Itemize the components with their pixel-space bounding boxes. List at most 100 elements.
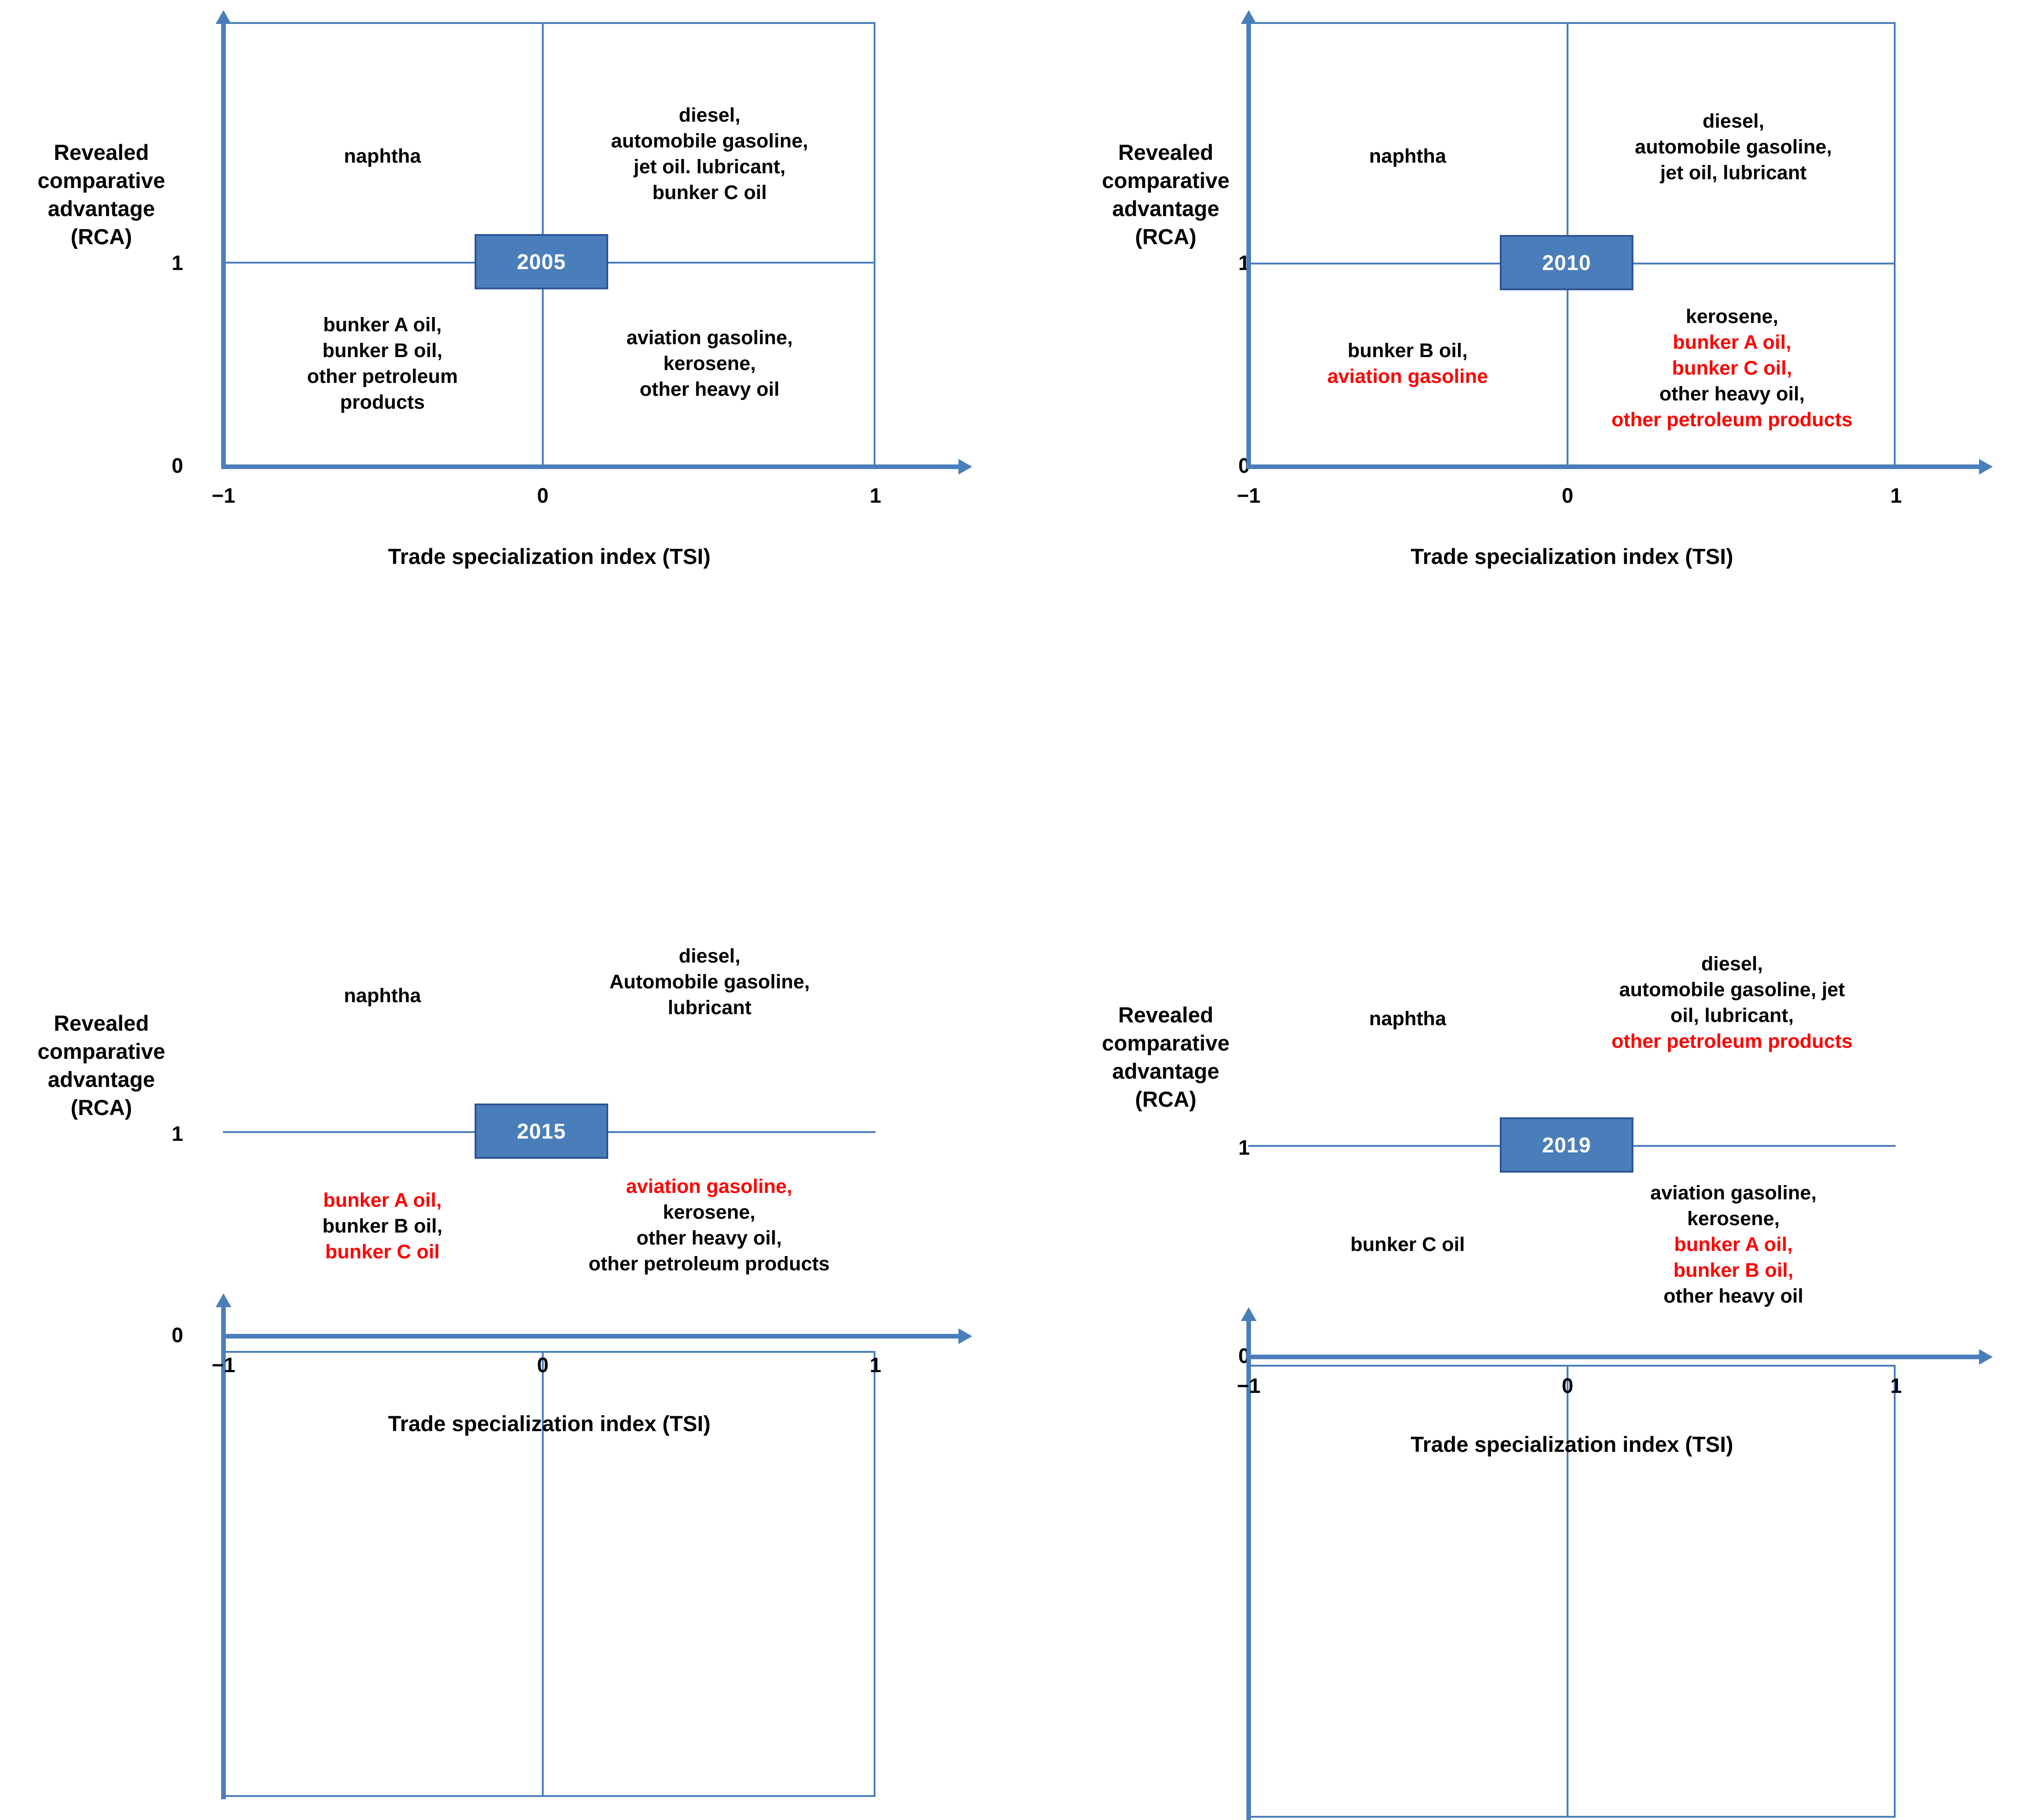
x-tick-0-2019: 0 <box>1562 1374 1574 1397</box>
quadrant-item-highlighted: bunker A oil, <box>1674 1233 1793 1256</box>
y-axis-label-line: (RCA) <box>1135 224 1197 249</box>
quadrant-item-highlighted: bunker A oil, <box>1673 331 1791 354</box>
quadrant-item: kerosene, <box>663 352 756 375</box>
y-axis-label-line: advantage <box>47 196 155 221</box>
x-axis-2005 <box>221 464 958 469</box>
year-badge-2010: 2010 <box>1500 235 1633 290</box>
quadrant-bottom-right-2005: aviation gasoline, kerosene, other heavy… <box>548 299 871 429</box>
quadrant-bottom-left-2005: bunker A oil, bunker B oil, other petrol… <box>230 286 534 442</box>
quadrant-item: bunker C oil <box>652 181 767 204</box>
quadrant-top-left-2019: naphtha <box>1256 918 1560 1121</box>
y-axis-arrow-2005 <box>216 10 231 24</box>
x-axis-2010 <box>1246 464 1979 469</box>
y-axis-label-2015: Revealed comparative advantage (RCA) <box>9 1009 194 1121</box>
quadrant-item: bunker B oil, <box>322 1215 443 1238</box>
x-tick-0-2015: 0 <box>537 1353 549 1377</box>
quadrant-item: kerosene, <box>663 1201 756 1224</box>
y-axis-label-2010: Revealed comparative advantage (RCA) <box>1074 138 1258 251</box>
y-axis-label-line: Revealed <box>1118 1003 1214 1027</box>
quadrant-item: kerosene, <box>1687 1208 1780 1230</box>
y-axis-arrow-2015 <box>216 1293 231 1307</box>
x-tick-1-2015: 1 <box>869 1353 881 1377</box>
x-tick-minus1-2005: −1 <box>211 484 235 507</box>
x-axis-arrow-2019 <box>1979 1349 1993 1365</box>
quadrant-item-highlighted: bunker C oil, <box>1672 357 1792 380</box>
quadrant-top-right-2010: diesel, automobile gasoline, jet oil, lu… <box>1572 51 1895 244</box>
y-tick-1-2019: 1 <box>1238 1136 1250 1159</box>
quadrant-item: diesel, <box>1701 953 1763 975</box>
quadrant-bottom-left-2019: bunker C oil <box>1256 1176 1560 1314</box>
x-tick-minus1-2010: −1 <box>1237 484 1261 507</box>
quadrant-item: Automobile gasoline, <box>609 971 810 993</box>
x-axis-2019 <box>1246 1355 1979 1359</box>
quadrant-item: bunker B oil, <box>1347 340 1468 362</box>
quadrant-box-2010 <box>1248 22 1896 467</box>
y-axis-label-line: Revealed <box>53 1011 149 1035</box>
quadrant-item: oil, lubricant, <box>1670 1004 1794 1027</box>
panel-2015: Revealed comparative advantage (RCA) 1 0… <box>0 632 1014 1799</box>
quadrant-bottom-left-2010: bunker B oil, aviation gasoline <box>1256 295 1560 433</box>
quadrant-item: naphtha <box>344 985 421 1007</box>
quadrant-item: other heavy oil <box>1663 1285 1803 1307</box>
quadrant-item: products <box>340 391 425 413</box>
y-axis-label-line: advantage <box>1112 1059 1220 1084</box>
quadrant-item: bunker B oil, <box>322 340 443 362</box>
quadrant-item: other heavy oil, <box>1659 382 1805 405</box>
quadrant-item: automobile gasoline, jet <box>1619 979 1845 1001</box>
panel-2019: Revealed comparative advantage (RCA) 1 0… <box>1014 632 2026 1820</box>
quadrant-item-highlighted: aviation gasoline, <box>626 1175 793 1198</box>
x-tick-0-2005: 0 <box>537 484 549 507</box>
year-badge-2019: 2019 <box>1500 1117 1633 1173</box>
x-axis-arrow-2010 <box>1979 459 1993 475</box>
y-axis-label-line: (RCA) <box>70 1095 132 1120</box>
quadrant-bottom-left-2015: bunker A oil, bunker B oil, bunker C oil <box>230 1157 534 1296</box>
quadrant-item: diesel, <box>1703 110 1764 133</box>
y-axis-label-line: comparative <box>37 1039 165 1064</box>
y-axis-label-line: (RCA) <box>1135 1087 1197 1112</box>
x-axis-label-2010: Trade specialization index (TSI) <box>1410 544 1733 569</box>
x-axis-arrow-2005 <box>958 459 972 475</box>
quadrant-top-right-2019: diesel, automobile gasoline, jet oil, lu… <box>1569 899 1895 1107</box>
x-axis-label-2015: Trade specialization index (TSI) <box>388 1411 711 1436</box>
quadrant-item: diesel, <box>679 945 740 968</box>
quadrant-item: automobile gasoline, <box>1635 136 1832 159</box>
quadrant-item-highlighted: other petroleum products <box>1611 408 1853 431</box>
y-axis-arrow-2019 <box>1241 1307 1257 1321</box>
quadrant-item-highlighted: bunker A oil, <box>323 1189 442 1212</box>
quadrant-item: lubricant <box>668 996 752 1019</box>
x-axis-label-2019: Trade specialization index (TSI) <box>1410 1432 1733 1456</box>
y-tick-0-2015: 0 <box>171 1323 183 1347</box>
panel-2010: Revealed comparative advantage (RCA) 1 0… <box>1014 0 2026 632</box>
x-tick-1-2010: 1 <box>1890 484 1902 507</box>
quadrant-item: automobile gasoline, <box>611 130 808 153</box>
quadrant-item: naphtha <box>344 145 421 168</box>
y-axis-arrow-2010 <box>1241 10 1257 24</box>
x-tick-minus1-2019: −1 <box>1237 1374 1261 1397</box>
quadrant-item: bunker C oil <box>1350 1233 1465 1256</box>
x-tick-1-2005: 1 <box>869 484 881 507</box>
y-axis-label-line: comparative <box>1102 168 1230 193</box>
quadrant-bottom-right-2019: aviation gasoline, kerosene, bunker A oi… <box>1572 1153 1895 1337</box>
quadrant-item: other heavy oil <box>640 378 780 400</box>
quadrant-item: other petroleum <box>307 365 458 387</box>
quadrant-bottom-right-2015: aviation gasoline, kerosene, other heavy… <box>546 1147 872 1304</box>
quadrant-item-highlighted: bunker C oil <box>325 1240 440 1263</box>
quadrant-item: bunker A oil, <box>323 314 442 336</box>
quadrant-item: aviation gasoline, <box>1650 1182 1817 1204</box>
y-axis-label-line: (RCA) <box>70 224 132 249</box>
quadrant-top-left-2015: naphtha <box>230 895 534 1098</box>
y-axis-label-line: advantage <box>1112 196 1220 221</box>
y-tick-0-2005: 0 <box>171 454 183 477</box>
quadrant-item: aviation gasoline, <box>626 327 793 349</box>
quadrant-item: jet oil. lubricant, <box>634 156 786 178</box>
quadrant-top-right-2005: diesel, automobile gasoline, jet oil. lu… <box>548 51 871 258</box>
y-axis-label-line: advantage <box>47 1067 155 1092</box>
x-axis-arrow-2015 <box>958 1328 972 1344</box>
x-tick-minus1-2015: −1 <box>211 1353 235 1377</box>
quadrant-item: jet oil, lubricant <box>1660 161 1807 184</box>
quadrant-top-left-2005: naphtha <box>230 55 534 258</box>
y-axis-label-line: Revealed <box>1118 140 1214 164</box>
quadrant-top-right-2015: diesel, Automobile gasoline, lubricant <box>548 886 871 1079</box>
y-axis-label-line: comparative <box>1102 1031 1230 1056</box>
